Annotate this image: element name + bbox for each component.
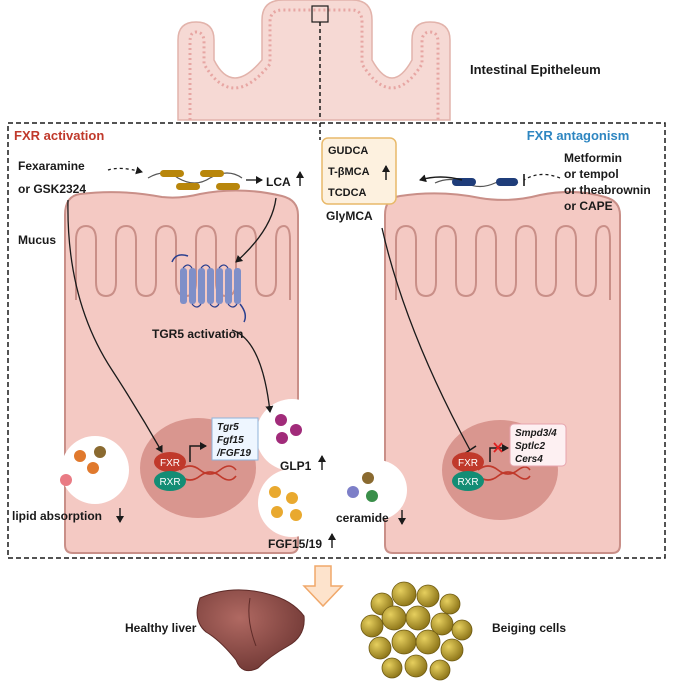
gene-right-0: Smpd3/4	[515, 428, 557, 439]
gene-right-2: Cers4	[515, 454, 543, 465]
beiging-cells-label: Beiging cells	[492, 621, 566, 635]
antagonist-2: or theabrownin	[564, 183, 651, 197]
rxr-label-right: RXR	[457, 477, 478, 488]
bile-acid-0: GUDCA	[328, 145, 368, 157]
outcome-arrow-icon	[302, 565, 344, 608]
fgf-label: FGF15/19	[268, 537, 322, 551]
gene-right-1: Sptlc2	[515, 441, 545, 452]
beige-cells-icon	[360, 581, 473, 681]
tgr5-label: TGR5 activation	[152, 327, 243, 341]
arrow-bile-to-bileacids	[419, 174, 463, 183]
fxr-label-right: FXR	[458, 458, 478, 469]
fxr-antagonism-title: FXR antagonism	[527, 128, 630, 143]
arrow-tgr5-to-glp1	[231, 329, 274, 413]
epithelium-label: Intestinal Epitheleum	[470, 62, 601, 77]
left-epithelial-cell	[60, 189, 328, 554]
rxr-protein-right	[452, 471, 484, 491]
rxr-label-left: RXR	[159, 477, 180, 488]
fxr-protein-right	[452, 452, 484, 472]
bile-acid-chain-right	[434, 178, 519, 188]
panel-frame	[7, 122, 666, 559]
tgr5-receptor-icon	[171, 254, 247, 323]
antagonist-0: Metformin	[564, 151, 622, 165]
lipid-label: lipid absorption	[12, 509, 102, 523]
fxr-label-left: FXR	[160, 458, 180, 469]
left-gene-box	[211, 417, 259, 461]
mucus-label: Mucus	[18, 233, 56, 247]
arrow-lca-to-tgr5	[235, 197, 277, 263]
intestinal-epithelium-illustration	[177, 0, 451, 121]
glymca-inhibit-line	[381, 227, 471, 451]
antagonist-3: or CAPE	[564, 199, 613, 213]
agonist-line1: Fexaramine	[18, 159, 85, 173]
arrow-agonist-to-bile	[107, 166, 143, 175]
right-fxr-rxr-complex: FXR RXR	[452, 442, 531, 491]
right-epithelial-cell	[347, 190, 621, 554]
bile-acid-2: TCDCA	[328, 187, 367, 199]
liver-icon	[196, 589, 305, 672]
gene-left-1: Fgf15	[217, 435, 244, 446]
bile-acid-1: T-βMCA	[328, 166, 370, 178]
fxr-protein	[154, 452, 186, 472]
antagonist-1: or tempol	[564, 167, 619, 181]
arrow-agonist-to-fxr	[67, 199, 163, 453]
glp1-vesicle	[256, 399, 328, 471]
fxr-activation-title: FXR activation	[14, 128, 104, 143]
blocked-x-icon	[493, 442, 503, 453]
rxr-protein	[154, 471, 186, 491]
gene-left-2: /FGF19	[216, 448, 251, 459]
bile-acid-chain-left	[147, 170, 243, 190]
agonist-line2: or GSK2324	[18, 182, 86, 196]
right-gene-box	[509, 423, 567, 467]
left-fxr-rxr-complex: FXR RXR	[154, 442, 237, 491]
ceramide-label: ceramide	[336, 511, 389, 525]
ceramide-vesicle	[347, 460, 407, 520]
lca-label: LCA	[266, 175, 291, 189]
glymca-label: GlyMCA	[326, 209, 373, 223]
healthy-liver-label: Healthy liver	[125, 621, 197, 635]
antagonist-inhibit-line	[523, 173, 561, 181]
bile-acid-box	[321, 137, 397, 205]
glp1-label: GLP1	[280, 459, 312, 473]
gene-left-0: Tgr5	[217, 422, 239, 433]
